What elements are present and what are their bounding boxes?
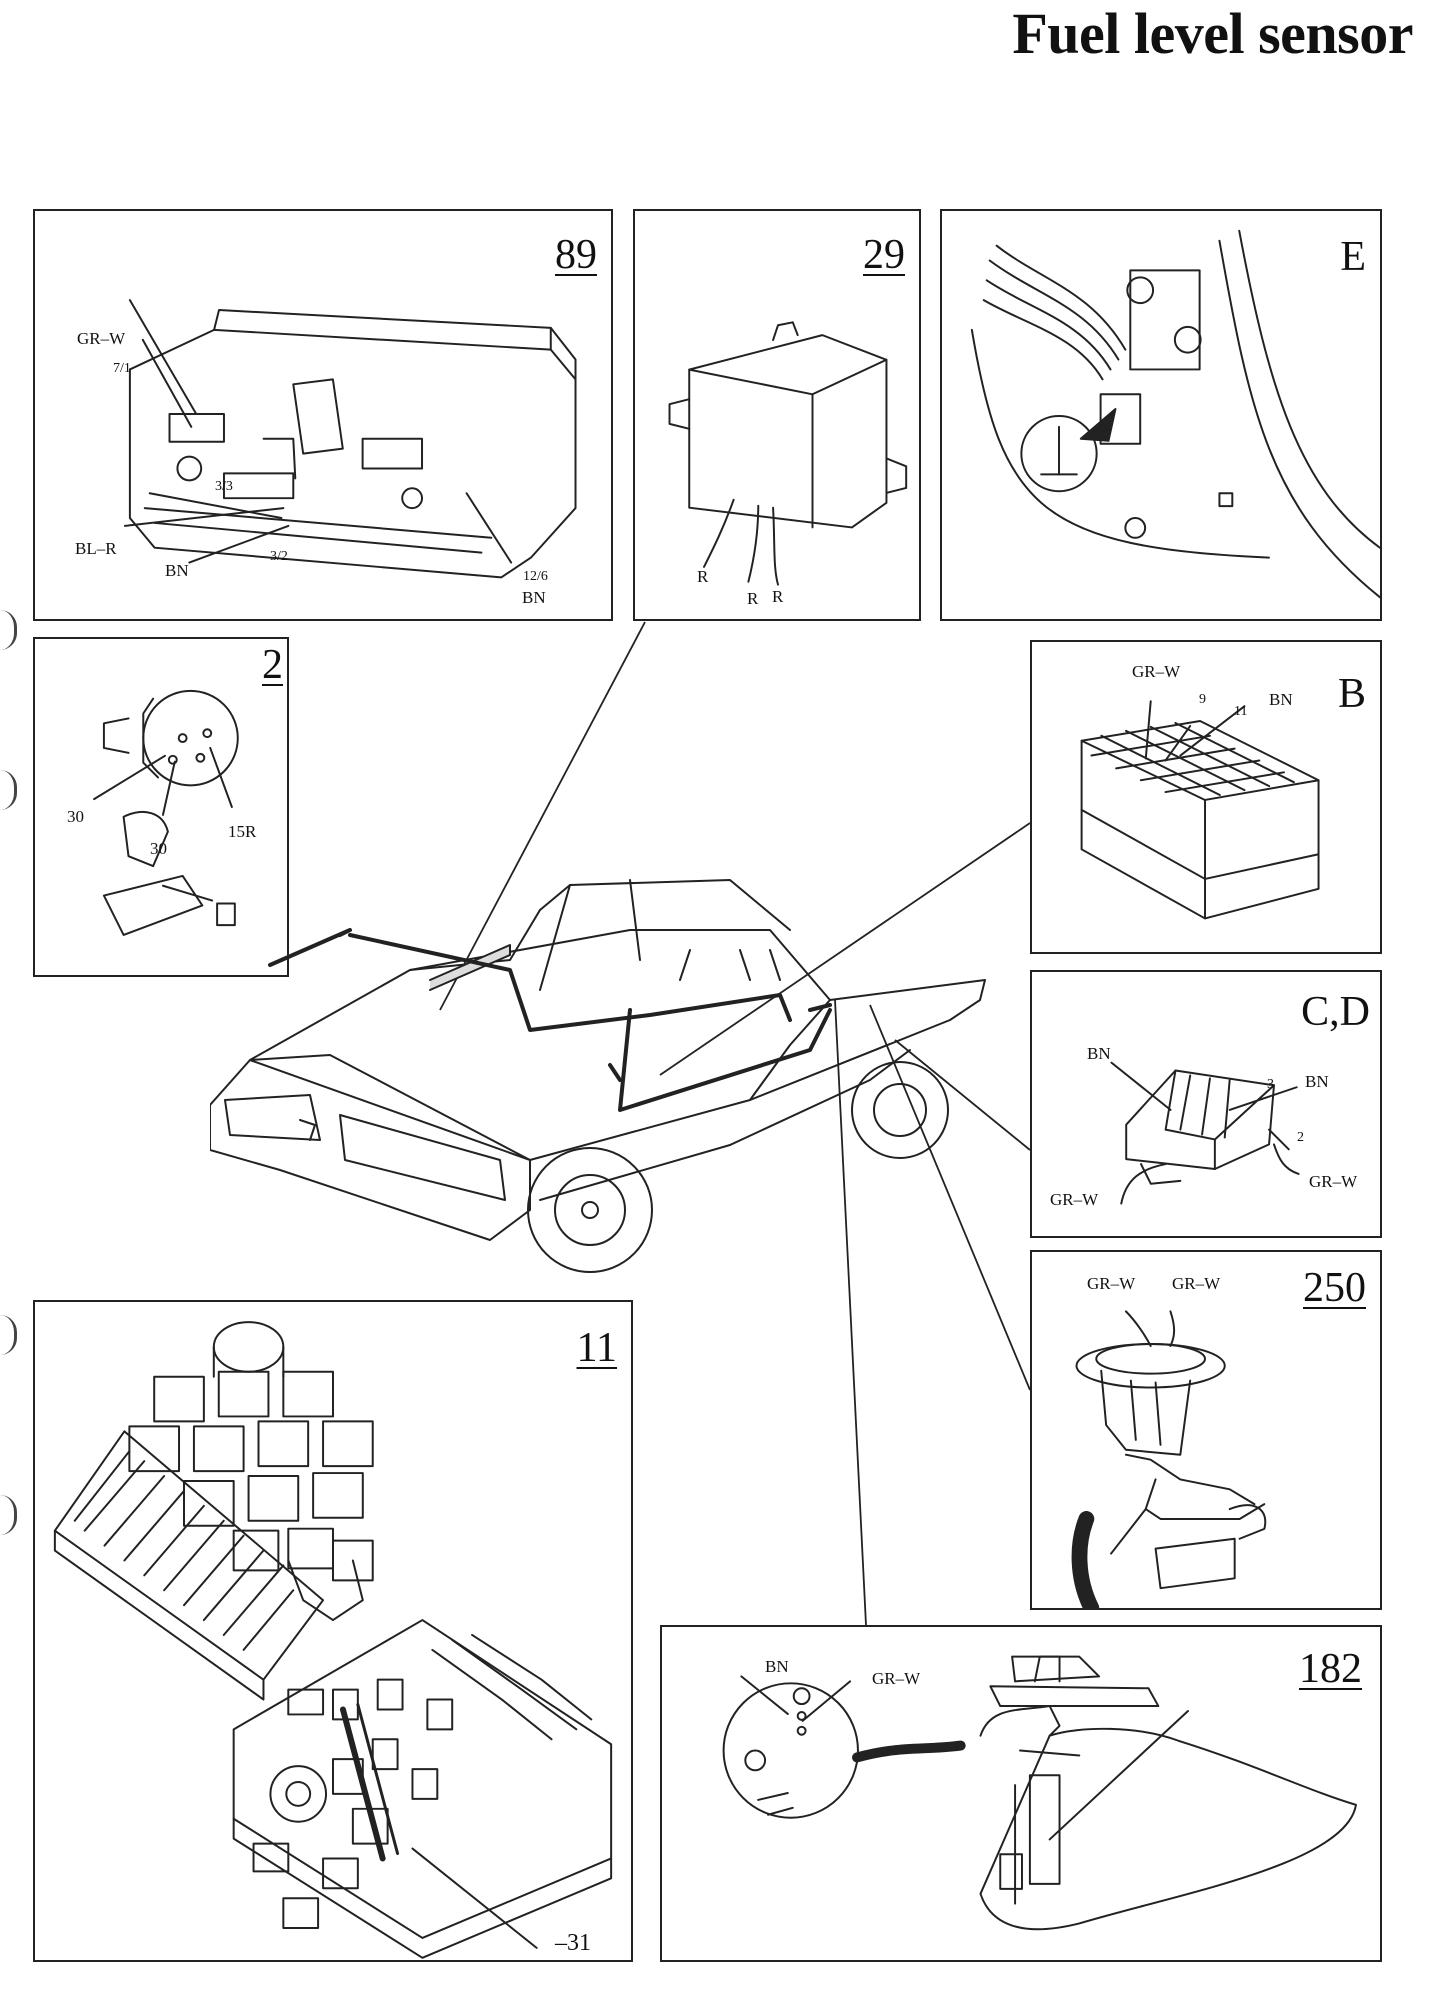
panel-number: C,D xyxy=(1301,989,1370,1035)
panel-number: B xyxy=(1337,671,1366,717)
car-illustration xyxy=(210,879,986,1273)
binding-mark xyxy=(0,1315,17,1355)
panel-number: 29 xyxy=(863,232,905,278)
leader-b xyxy=(659,822,1031,1076)
ignition-switch-drawing xyxy=(93,689,239,936)
wire-label: GR–W xyxy=(872,1669,921,1688)
panel-250-fuel-sender: 250 GR–W GR–W xyxy=(1030,1250,1382,1610)
page-title: Fuel level sensor xyxy=(1012,1,1413,66)
terminal-label: 15R xyxy=(228,822,257,841)
pin-label: 2 xyxy=(1297,1130,1304,1145)
panel-number: 250 xyxy=(1303,1265,1366,1311)
ground-point-drawing xyxy=(970,229,1380,599)
instrument-cluster-drawing xyxy=(123,299,577,579)
wire-label: R xyxy=(772,587,784,606)
leader-250 xyxy=(869,1004,1031,1391)
panel-number: 182 xyxy=(1299,1646,1362,1692)
panel-29-control-unit: 29 R R R xyxy=(633,209,921,621)
pin-label: 3 xyxy=(1267,1077,1274,1092)
pin-label: 11 xyxy=(1234,704,1248,719)
terminal-label: –31 xyxy=(555,1930,591,1956)
wire-label: BN xyxy=(1269,690,1293,709)
control-unit-drawing xyxy=(668,321,908,586)
panel-182-fuel-tank-sender: 182 BN GR–W xyxy=(660,1625,1382,1962)
terminal-label: 30 xyxy=(150,839,167,858)
wire-label: GR–W xyxy=(1050,1190,1099,1209)
wire-label: BN xyxy=(165,561,189,580)
panel-11-central-electrical-unit: 11 xyxy=(33,1300,633,1962)
panel-2-ignition-switch: 2 30 30 15R xyxy=(33,637,289,977)
panel-number: 89 xyxy=(555,232,597,278)
wire-label: GR–W xyxy=(1132,662,1181,681)
wire-label: BL–R xyxy=(75,539,117,558)
wire-label: GR–W xyxy=(1309,1172,1358,1191)
wire-label: BN xyxy=(765,1657,789,1676)
binding-mark xyxy=(0,610,17,650)
connector-cd-drawing xyxy=(1110,1061,1300,1205)
connector-label: 3/3 xyxy=(215,479,233,494)
leader-29 xyxy=(439,621,646,1011)
fuel-sender-drawing xyxy=(1071,1310,1267,1608)
pin-label: 9 xyxy=(1199,692,1206,707)
connector-label: 7/1 xyxy=(113,361,131,376)
connector-label: 12/6 xyxy=(523,569,548,584)
terminal-label: 30 xyxy=(67,807,84,826)
panel-89-instrument-cluster: 89 GR–W 7/1 3/3 BL–R BN 3/2 12/6 BN xyxy=(33,209,613,621)
central-electrical-unit-drawing xyxy=(53,1321,613,1959)
panel-number: 11 xyxy=(576,1325,617,1371)
wire-label: BN xyxy=(1305,1072,1329,1091)
binding-mark xyxy=(0,770,17,810)
panel-e-ground-point: E xyxy=(940,209,1382,621)
leader-182 xyxy=(834,999,867,1626)
fuel-tank-sender-drawing xyxy=(722,1655,1357,1931)
wire-label: BN xyxy=(522,588,546,607)
wire-label: GR–W xyxy=(77,329,126,348)
connector-label: 3/2 xyxy=(270,549,288,564)
wire-label: GR–W xyxy=(1172,1274,1221,1293)
panel-number: 2 xyxy=(262,642,283,688)
wire-label: R xyxy=(747,589,759,608)
leader-cd xyxy=(894,1039,1031,1151)
wire-label: GR–W xyxy=(1087,1274,1136,1293)
panel-b-connector: B GR–W 9 11 BN xyxy=(1030,640,1382,954)
wire-label: R xyxy=(697,567,709,586)
wire-label: BN xyxy=(1087,1044,1111,1063)
binding-mark xyxy=(0,1495,17,1535)
connector-b-drawing xyxy=(1080,700,1320,920)
panel-cd-connector: C,D BN 3 BN 2 GR–W GR–W xyxy=(1030,970,1382,1238)
panel-number: E xyxy=(1340,234,1366,280)
